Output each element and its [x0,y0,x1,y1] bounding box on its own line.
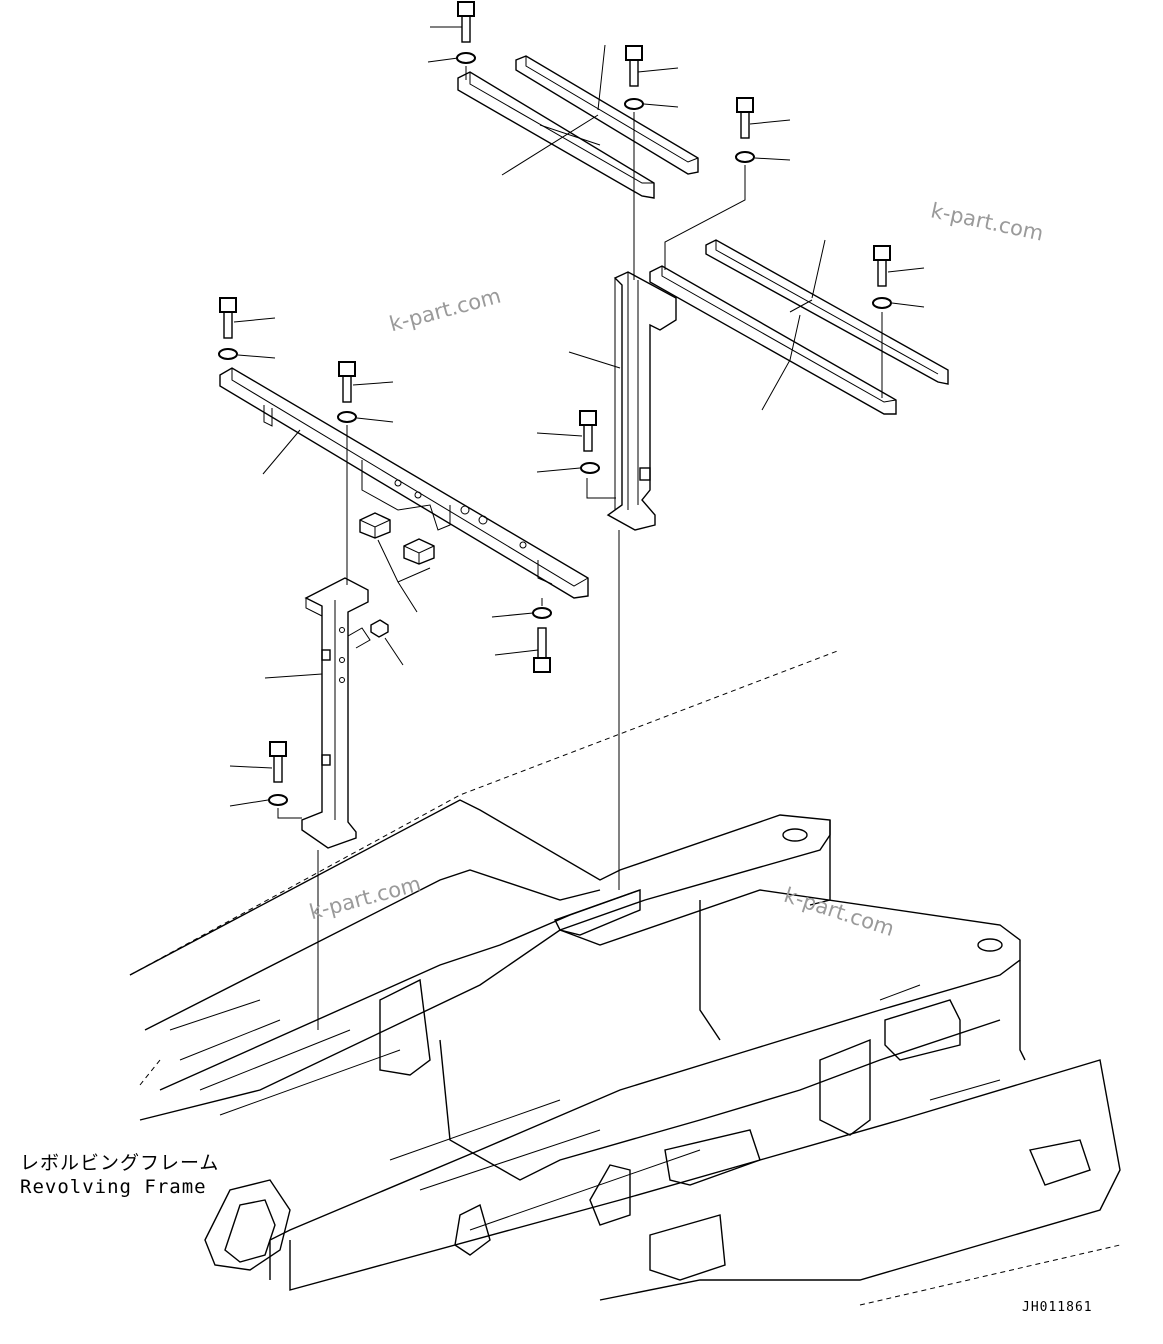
rubber-pad-2 [403,538,435,565]
revolving-frame [129,649,1121,1306]
bolt-left-3 [494,627,551,673]
bolt-top-2 [625,45,679,87]
drawing-code: JH011861 [1022,1300,1093,1315]
upper-strap-left [457,71,655,199]
washer-top-1 [427,52,476,64]
rubber-pad-1 [359,512,391,539]
bolt-right-2 [536,410,597,452]
bolt-top-1 [430,1,475,43]
left-stay [264,577,371,849]
right-stay [568,271,677,531]
upper-channel-right [705,239,949,385]
bolt-left-1 [219,297,276,339]
upper-channel-left [515,55,699,175]
frame-label-jp: レボルビングフレーム [20,1152,220,1174]
washer-right-1 [872,297,925,309]
bolt-left-4 [229,741,287,783]
washer-left-1 [218,348,276,360]
washer-left-2 [337,411,394,423]
upper-strap-right [649,265,897,415]
washer-left-3 [491,607,552,619]
bolt-top-3 [736,97,791,139]
bolt-right-1 [873,245,925,287]
left-beam [219,367,589,599]
washer-top-2 [624,98,679,110]
washer-left-4 [229,794,288,807]
washer-top-3 [735,151,791,163]
frame-label-en: Revolving Frame [20,1176,207,1198]
bolt-left-2 [338,361,394,403]
clip [370,619,404,666]
washer-right-2 [536,462,600,474]
